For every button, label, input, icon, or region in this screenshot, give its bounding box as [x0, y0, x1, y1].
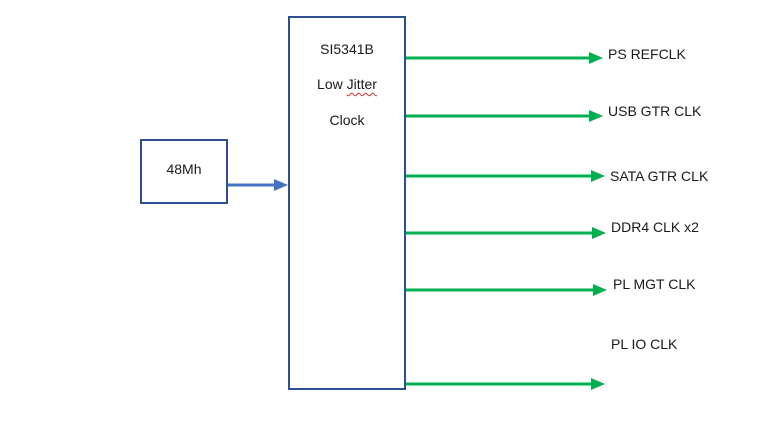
- oscillator-label: 48Mh: [166, 161, 202, 177]
- chip-function-label: Clock: [329, 112, 365, 128]
- output-arrow-head: [589, 52, 603, 64]
- output-arrow-pl-mgt-clk: [406, 284, 607, 296]
- output-arrow-head: [591, 378, 605, 390]
- input-arrow: [228, 179, 288, 191]
- output-arrow-head: [589, 110, 603, 122]
- output-arrow-pl-io-clk: [406, 378, 605, 390]
- output-label-usb-gtr-clk: USB GTR CLK: [608, 103, 702, 119]
- output-arrow-head: [593, 284, 607, 296]
- output-label-sata-gtr-clk: SATA GTR CLK: [610, 168, 709, 184]
- output-arrow-head: [592, 227, 606, 239]
- output-arrows: [406, 52, 607, 390]
- output-arrow-ps-refclk: [406, 52, 603, 64]
- output-arrow-usb-gtr-clk: [406, 110, 603, 122]
- output-arrow-ddr4-clk-x2: [406, 227, 606, 239]
- output-arrow-sata-gtr-clk: [406, 170, 605, 182]
- oscillator-box: 48Mh: [140, 139, 228, 204]
- chip-description-line: Low Jitter: [290, 76, 404, 92]
- output-arrow-head: [591, 170, 605, 182]
- chip-part-number: SI5341B: [320, 41, 374, 57]
- clock-chip-box: SI5341B Low Jitter Clock: [288, 16, 406, 390]
- chip-description-spellcheck-word: Jitter: [346, 76, 377, 92]
- output-label-pl-io-clk: PL IO CLK: [611, 336, 678, 352]
- output-label-ddr4-clk: DDR4 CLK x2: [611, 219, 699, 235]
- chip-description-plain: Low: [317, 76, 347, 92]
- output-label-pl-mgt-clk: PL MGT CLK: [613, 276, 696, 292]
- output-label-ps-refclk: PS REFCLK: [608, 46, 686, 62]
